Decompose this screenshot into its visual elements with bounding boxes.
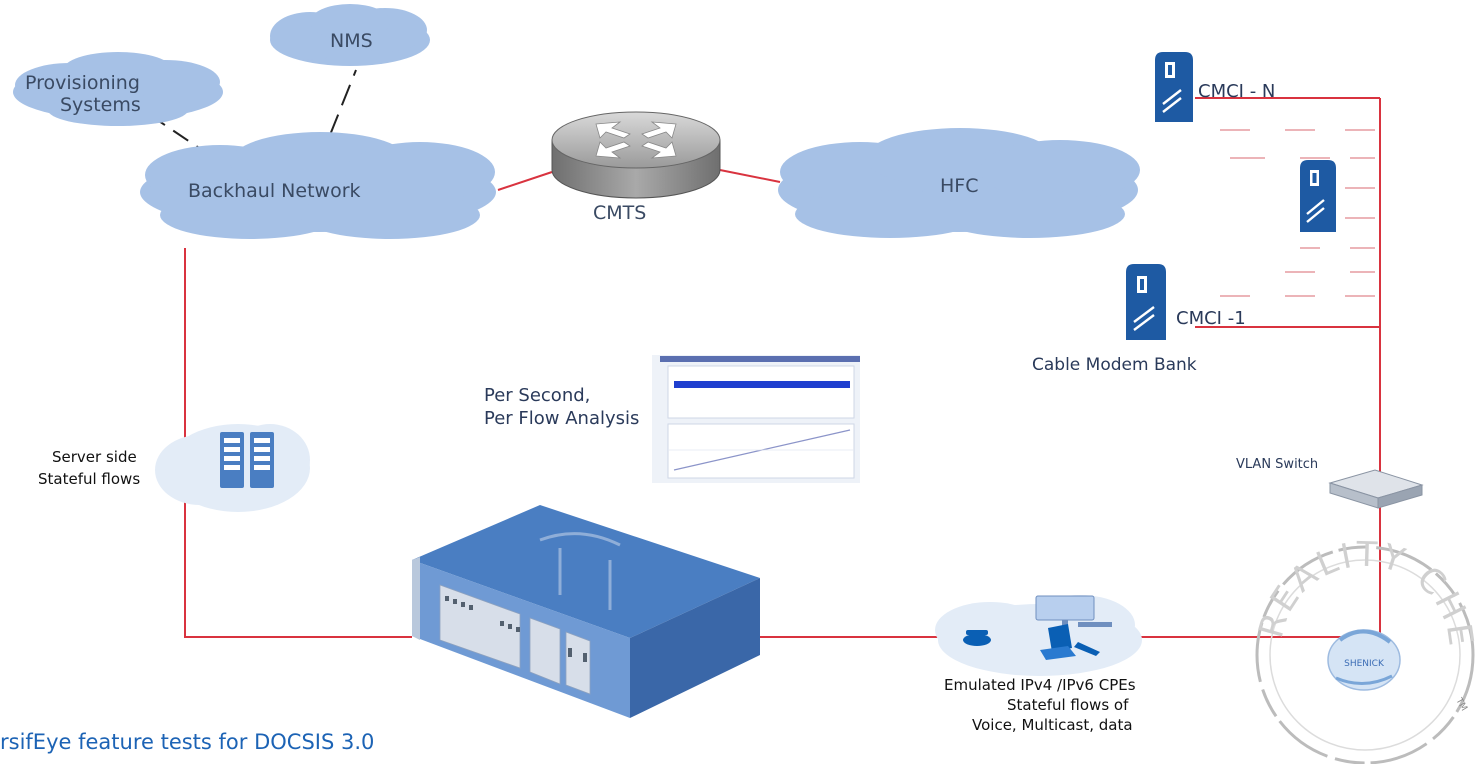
vlan-switch-icon [1328, 469, 1424, 509]
modem-icon-n [1155, 52, 1193, 122]
test-chassis-icon [412, 505, 760, 718]
link-backhaul-chassis [184, 248, 412, 638]
modem-icon-middle [1300, 160, 1336, 232]
vlan-switch-label: VLAN Switch [1236, 457, 1319, 472]
hfc-label: HFC [940, 175, 979, 197]
cpe-devices-icon [963, 595, 1112, 660]
cmts-label: CMTS [593, 202, 647, 224]
link-nms [329, 69, 357, 136]
bottom-title: rsifEye feature tests for DOCSIS 3.0 [0, 730, 375, 754]
cmci-1-label: CMCI -1 [1176, 308, 1246, 329]
modem-dash-lines [1220, 129, 1375, 297]
clouds [13, 4, 1140, 239]
server-label-line1: Server side [52, 448, 137, 466]
provisioning-cloud [13, 52, 223, 126]
cpe-label-line3: Voice, Multicast, data [972, 716, 1133, 734]
laptop-icon [1040, 624, 1100, 660]
nms-label: NMS [330, 30, 373, 52]
provisioning-label-line2: Systems [60, 94, 141, 116]
cpe-label-line1: Emulated IPv4 /IPv6 CPEs [944, 676, 1136, 694]
analysis-chart-icon [652, 355, 860, 483]
cmci-n-label: CMCI - N [1198, 81, 1276, 102]
link-cmts-hfc [719, 169, 781, 183]
cpe-label-line2: Stateful flows of [1007, 696, 1129, 714]
nms-cloud [270, 4, 430, 66]
modem-icon-1 [1126, 264, 1166, 340]
analysis-label-line1: Per Second, [484, 385, 591, 406]
phone-icon [963, 630, 991, 646]
provisioning-label-line1: Provisioning [25, 72, 140, 94]
backhaul-cloud [140, 132, 496, 239]
cmts-router-icon [551, 111, 721, 199]
hfc-cloud [778, 128, 1140, 238]
server-label-line2: Stateful flows [38, 470, 141, 488]
server-icon [220, 432, 274, 488]
link-backhaul-cmts [497, 171, 553, 191]
modem-bank-label: Cable Modem Bank [1032, 355, 1197, 375]
analysis-label-line2: Per Flow Analysis [484, 408, 640, 429]
stamp-brand: SHENICK [1344, 659, 1385, 669]
backhaul-label: Backhaul Network [188, 180, 361, 202]
stamp-tm: TM [1453, 696, 1469, 713]
